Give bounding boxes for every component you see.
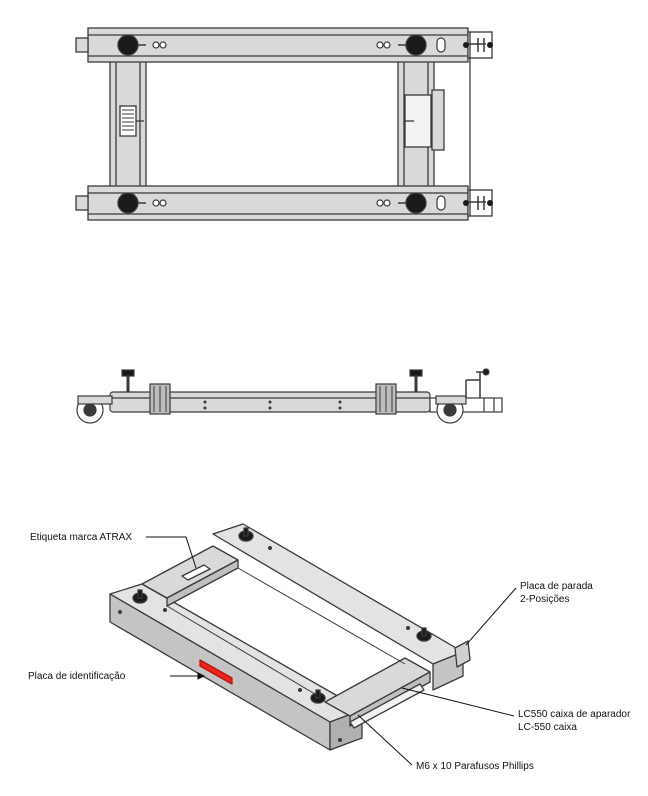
callout-stop-plate: Placa de parada 2-Posições (520, 580, 593, 606)
callout-trimmer-box-line2: LC-550 caixa (518, 722, 577, 733)
callout-brand-label: Etiqueta marca ATRAX (30, 532, 133, 543)
foot (117, 192, 139, 214)
foot (405, 192, 427, 214)
leader-lines (146, 536, 517, 766)
callout-screws: M6 x 10 Parafusos Phillips (416, 761, 534, 772)
trimmer-box (404, 94, 432, 148)
isometric-view (109, 523, 471, 751)
callout-trimmer-box: LC550 caixa de aparador LC-550 caixa (518, 708, 630, 734)
brand-label-plate (181, 564, 211, 581)
top-view (75, 27, 493, 221)
callout-trimmer-box-line1: LC550 caixa de aparador (518, 709, 631, 720)
foot (405, 34, 427, 56)
trimmer-box (349, 683, 425, 729)
foot (117, 34, 139, 56)
callout-id-plate: Placa de identificação (28, 671, 126, 682)
id-plate-red (199, 659, 233, 685)
callout-stop-plate-line2: 2-Posições (520, 594, 570, 605)
callout-stop-plate-line1: Placa de parada (520, 581, 593, 592)
side-view (76, 368, 503, 424)
